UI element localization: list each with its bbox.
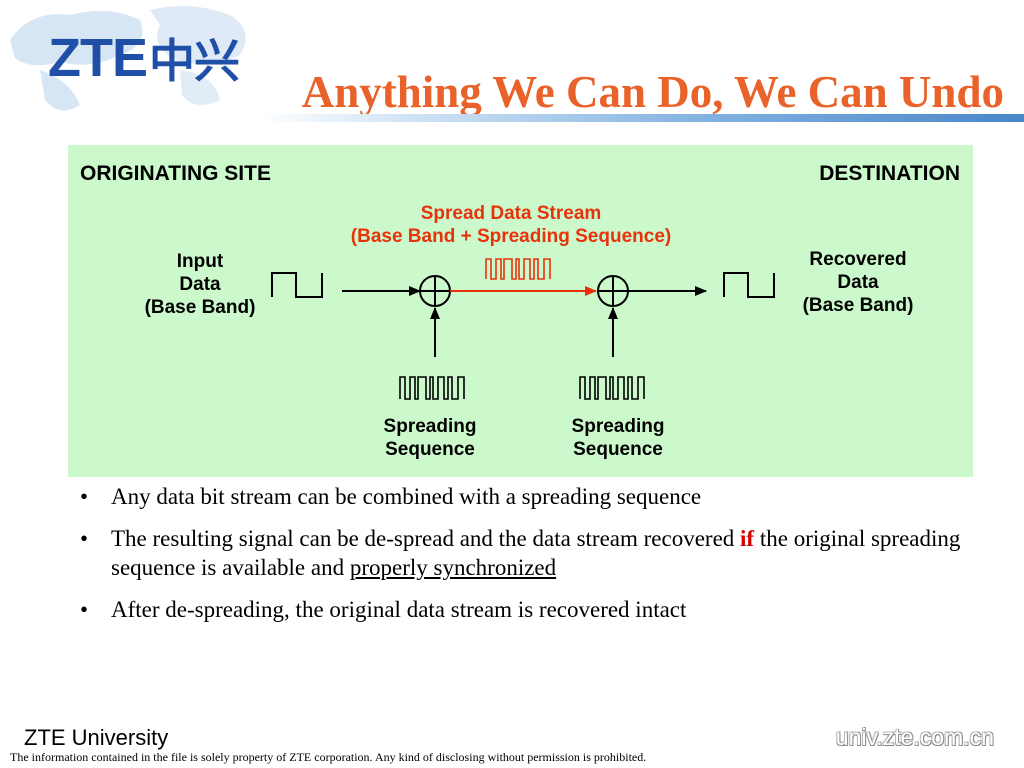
destination-label: DESTINATION xyxy=(819,162,960,185)
bullet-text-1: Any data bit stream can be combined with… xyxy=(111,484,702,509)
world-map-graphic xyxy=(10,6,246,111)
left-spreading-line2: Sequence xyxy=(385,439,475,460)
footer-university: ZTE University xyxy=(24,725,169,750)
bullet-text-2: The resulting signal can be de-spread an… xyxy=(111,524,980,582)
footer-url: univ.zte.com.cn xyxy=(835,724,994,750)
right-spreading-line1: Spreading xyxy=(571,416,665,437)
spread-spectrum-diagram: ORIGINATING SITE DESTINATION Spread Data… xyxy=(68,145,973,477)
bullet-2-keyword: if xyxy=(740,526,755,551)
bullet-2-underlined: properly synchronized xyxy=(349,555,557,580)
bullet-dot: • xyxy=(80,484,89,509)
left-spreading-label: Spreading Sequence xyxy=(365,415,495,461)
originating-site-label: ORIGINATING SITE xyxy=(80,162,271,185)
diagram-graphics xyxy=(271,258,775,400)
spread-stream-label: Spread Data Stream (Base Band + Spreadin… xyxy=(304,202,718,248)
recovered-line2: Data xyxy=(837,272,879,293)
bullet-item: • After de-spreading, the original data … xyxy=(80,595,980,624)
left-spreading-waveform xyxy=(399,376,465,400)
recovered-data-waveform xyxy=(723,272,775,298)
input-data-waveform xyxy=(271,272,323,298)
bullet-list: • Any data bit stream can be combined wi… xyxy=(80,482,980,637)
left-xor-icon xyxy=(419,275,451,307)
left-spreading-line1: Spreading xyxy=(383,416,477,437)
spread-waveform xyxy=(485,258,551,280)
bullet-dot: • xyxy=(80,597,89,622)
slide-title: Anything We Can Do, We Can Undo xyxy=(301,67,1004,117)
bullet-item: • Any data bit stream can be combined wi… xyxy=(80,482,980,511)
bullet-2-mid: the original spreading sequence is avail… xyxy=(111,526,961,580)
input-data-label: Input Data (Base Band) xyxy=(130,250,270,319)
logo-chinese: 中兴 xyxy=(149,35,240,87)
logo-latin: ZTE xyxy=(48,28,148,88)
recovered-data-label: Recovered Data (Base Band) xyxy=(778,248,938,317)
bullet-dot: • xyxy=(80,526,89,551)
bullet-2-pre: The resulting signal can be de-spread an… xyxy=(111,526,741,551)
recovered-line1: Recovered xyxy=(809,249,907,270)
input-line1: Input xyxy=(176,251,224,272)
footer-disclaimer: The information contained in the file is… xyxy=(10,750,647,764)
bullet-text-3: After de-spreading, the original data st… xyxy=(111,597,687,622)
zte-logo: ZTE 中兴 xyxy=(48,28,240,88)
right-spreading-waveform xyxy=(579,376,645,400)
bullet-item: • The resulting signal can be de-spread … xyxy=(80,524,980,582)
title-underline-bar xyxy=(258,114,1024,122)
right-spreading-label: Spreading Sequence xyxy=(553,415,683,461)
right-xor-icon xyxy=(597,275,629,307)
spread-stream-line2: (Base Band + Spreading Sequence) xyxy=(350,226,672,247)
spread-stream-line1: Spread Data Stream xyxy=(420,203,602,224)
right-spreading-line2: Sequence xyxy=(573,439,663,460)
input-line2: Data xyxy=(179,274,221,295)
input-line3: (Base Band) xyxy=(144,297,256,318)
recovered-line3: (Base Band) xyxy=(802,295,914,316)
